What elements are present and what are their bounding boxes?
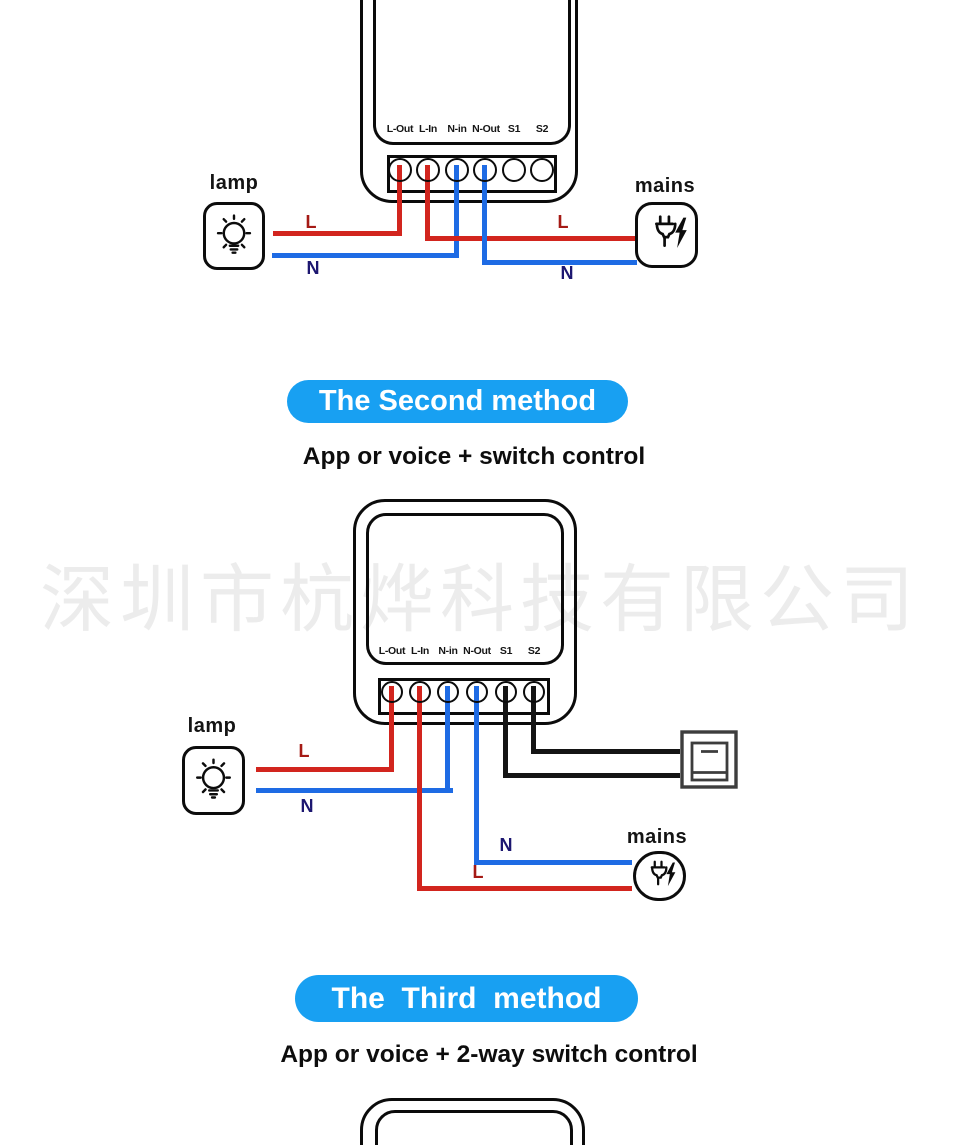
- mains-label: mains: [634, 175, 696, 197]
- wire-live-lamp-horizontal: [273, 231, 402, 236]
- lamp-icon: [182, 746, 245, 815]
- terminal-strip: [378, 678, 550, 715]
- wire-live-mains-vertical: [425, 165, 430, 241]
- terminal-l-out: [381, 681, 403, 703]
- wire-neutral-mains-horizontal: [482, 260, 637, 265]
- wire-live-lamp-horizontal: [256, 767, 394, 772]
- lamp-label: lamp: [187, 715, 237, 737]
- terminal-n-in: [445, 158, 469, 182]
- terminal-label-s1: S1: [507, 123, 521, 135]
- terminal-n-out: [466, 681, 488, 703]
- wire-live-lamp-vertical: [389, 686, 394, 772]
- terminal-n-in: [437, 681, 459, 703]
- terminal-l-out: [388, 158, 412, 182]
- bulb-icon: [216, 214, 252, 254]
- terminal-l-in: [409, 681, 431, 703]
- terminal-s1: [495, 681, 517, 703]
- wire-label-live-right: L: [472, 862, 484, 882]
- terminal-label-n-in: N-in: [447, 123, 467, 135]
- wire-s1-vertical: [503, 686, 508, 778]
- plug-bolt-icon: [654, 215, 687, 249]
- wire-label-live-right: L: [557, 212, 569, 232]
- terminal-label-l-out: L-Out: [378, 645, 406, 657]
- smart-switch-module-face: [373, 0, 571, 145]
- lamp-label: lamp: [209, 172, 259, 194]
- bulb-icon: [195, 758, 232, 799]
- plug-bolt-icon: [650, 860, 675, 887]
- smart-switch-module-face: [366, 513, 564, 665]
- mains-label: mains: [626, 826, 688, 848]
- wire-neutral-lamp-vertical: [454, 165, 459, 258]
- wire-neutral-mains-vertical: [474, 686, 479, 865]
- second-method-heading: The Second method: [287, 380, 628, 423]
- terminal-label-l-out: L-Out: [386, 123, 414, 135]
- wire-s2-vertical: [531, 686, 536, 754]
- terminal-label-l-in: L-In: [410, 645, 430, 657]
- watermark-text: 深圳市杭烨科技有限公司: [40, 558, 920, 641]
- wire-live-mains-horizontal: [425, 236, 637, 241]
- wire-label-neutral-right: N: [499, 835, 513, 855]
- wire-live-mains-horizontal: [417, 886, 632, 891]
- terminal-label-n-out: N-Out: [472, 123, 500, 135]
- wire-label-live-left: L: [298, 741, 310, 761]
- terminal-label-s1: S1: [499, 645, 513, 657]
- wire-s1-horizontal: [503, 773, 684, 778]
- wire-label-neutral-right: N: [560, 263, 574, 283]
- terminal-label-n-in: N-in: [438, 645, 458, 657]
- wire-neutral-lamp-horizontal: [272, 253, 459, 258]
- terminal-s2: [530, 158, 554, 182]
- wire-s2-horizontal: [531, 749, 684, 754]
- wire-label-live-left: L: [305, 212, 317, 232]
- terminal-s1: [502, 158, 526, 182]
- third-method-heading: The Third method: [295, 975, 638, 1022]
- terminal-label-s2: S2: [527, 645, 541, 657]
- wall-switch-icon: [680, 730, 738, 789]
- smart-switch-module: [353, 499, 577, 725]
- wire-live-mains-vertical: [417, 686, 422, 891]
- smart-switch-module: [360, 0, 578, 203]
- wire-neutral-mains-horizontal: [474, 860, 632, 865]
- lamp-icon: [203, 202, 265, 270]
- wire-label-neutral-left: N: [306, 258, 320, 278]
- terminal-n-out: [473, 158, 497, 182]
- mains-icon: [635, 202, 698, 268]
- third-method-subtitle: App or voice + 2-way switch control: [280, 1041, 698, 1068]
- rocker-switch-icon: [680, 730, 738, 789]
- wire-neutral-mains-vertical: [482, 165, 487, 265]
- wire-neutral-lamp-vertical: [445, 686, 450, 793]
- wire-neutral-lamp-horizontal: [256, 788, 453, 793]
- terminal-l-in: [416, 158, 440, 182]
- terminal-label-n-out: N-Out: [463, 645, 491, 657]
- wire-label-neutral-left: N: [300, 796, 314, 816]
- smart-switch-module: [360, 1098, 585, 1145]
- smart-switch-module-face: [375, 1110, 573, 1145]
- second-method-subtitle: App or voice + switch control: [302, 443, 646, 470]
- terminal-label-l-in: L-In: [418, 123, 438, 135]
- mains-icon: [633, 851, 686, 901]
- terminal-label-s2: S2: [535, 123, 549, 135]
- wire-live-lamp-vertical: [397, 165, 402, 235]
- terminal-s2: [523, 681, 545, 703]
